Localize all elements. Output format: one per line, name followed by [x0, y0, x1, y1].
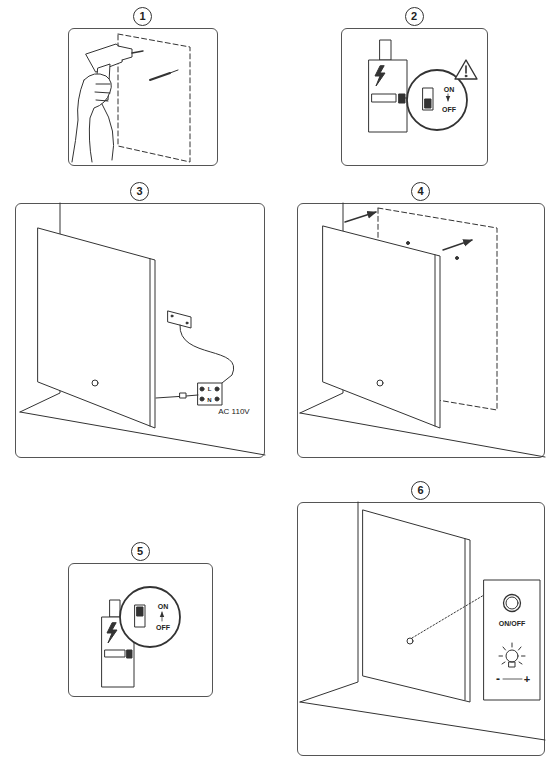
step-number: 1: [133, 7, 152, 26]
callout-text: OFF: [442, 106, 456, 113]
callout-text: ON/OFF: [499, 620, 525, 627]
step-panel: 4: [297, 203, 545, 458]
callout-text: AC 110V: [218, 408, 249, 416]
step-panel: 3: [15, 203, 265, 458]
step-number: 2: [405, 7, 424, 26]
callout-text: ON: [158, 603, 169, 610]
step-panel: 1: [68, 28, 218, 166]
callout-text: ON: [444, 86, 455, 93]
step-number: 6: [411, 481, 430, 500]
callout-text: -: [496, 673, 500, 685]
step-number: 3: [130, 182, 149, 201]
callout-text: OFF: [156, 624, 170, 631]
step-number: 4: [411, 182, 430, 201]
callout-text: +: [524, 674, 530, 685]
step-number: 5: [131, 542, 150, 561]
callout-text: L: [208, 386, 212, 392]
callout-text: N: [207, 397, 211, 403]
step-panel: 6: [297, 502, 545, 756]
step-panel: 5: [68, 563, 213, 697]
step-panel: 2: [341, 28, 488, 166]
